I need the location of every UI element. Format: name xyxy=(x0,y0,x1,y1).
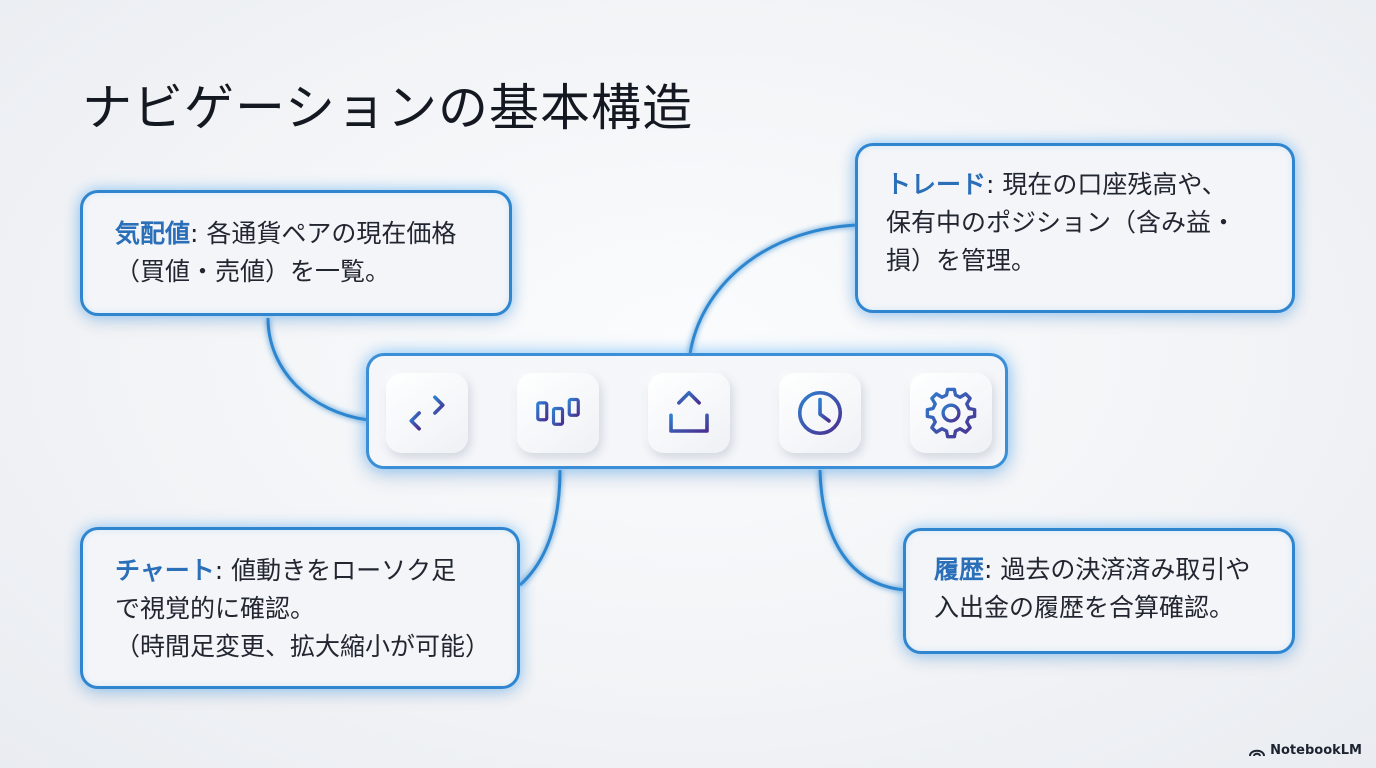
callout-chart-keyword: チャート xyxy=(115,556,215,585)
callout-chart: チャート: 値動きをローソク足 で視覚的に確認。 （時間足変更、拡大縮小が可能） xyxy=(80,527,520,689)
callout-chart-line1: 値動きをローソク足 xyxy=(231,556,457,585)
notebooklm-logo-icon xyxy=(1249,749,1266,756)
callout-history-line2: 入出金の履歴を合算確認。 xyxy=(934,593,1235,622)
nav-history-button[interactable] xyxy=(779,373,861,453)
callout-trade-line2: 保有中のポジション（含み益・ xyxy=(886,208,1237,237)
bottom-navigation-bar xyxy=(366,353,1008,469)
callout-history-keyword: 履歴 xyxy=(934,555,985,584)
callout-history: 履歴: 過去の決済済み取引や 入出金の履歴を合算確認。 xyxy=(903,528,1295,654)
connector-quotes xyxy=(266,317,369,422)
brand-label: NotebookLM xyxy=(1270,743,1362,758)
swap-arrows-icon xyxy=(407,395,447,431)
gear-icon xyxy=(925,387,977,439)
callout-quotes-line1: 各通貨ペアの現在価格 xyxy=(206,219,457,248)
connector-history xyxy=(818,469,906,592)
upload-tray-icon xyxy=(669,390,709,433)
nav-chart-button[interactable] xyxy=(517,373,599,453)
callout-trade-keyword: トレード xyxy=(886,170,987,199)
callout-chart-line2: で視覚的に確認。 xyxy=(115,594,316,623)
callout-chart-line3: （時間足変更、拡大縮小が可能） xyxy=(115,632,491,661)
connector-chart xyxy=(519,469,562,587)
candlestick-chart-icon xyxy=(536,391,580,435)
notebooklm-brand: NotebookLM xyxy=(1249,743,1362,758)
nav-quotes-button[interactable] xyxy=(386,373,468,453)
callout-history-line1: 過去の決済済み取引や xyxy=(1000,555,1251,584)
callout-trade: トレード: 現在の口座残高や、 保有中のポジション（含み益・ 損）を管理。 xyxy=(855,143,1295,313)
callout-trade-line3: 損）を管理。 xyxy=(886,246,1037,275)
connector-trade xyxy=(688,223,858,355)
callout-trade-line1: 現在の口座残高や、 xyxy=(1002,170,1227,199)
nav-settings-button[interactable] xyxy=(910,373,992,453)
clock-icon xyxy=(797,390,843,436)
callout-quotes: 気配値: 各通貨ペアの現在価格 （買値・売値）を一覧。 xyxy=(80,190,512,316)
callout-quotes-line2: （買値・売値）を一覧。 xyxy=(115,257,391,286)
nav-trade-button[interactable] xyxy=(648,373,730,453)
callout-quotes-keyword: 気配値 xyxy=(115,219,191,248)
page-title: ナビゲーションの基本構造 xyxy=(82,79,693,137)
